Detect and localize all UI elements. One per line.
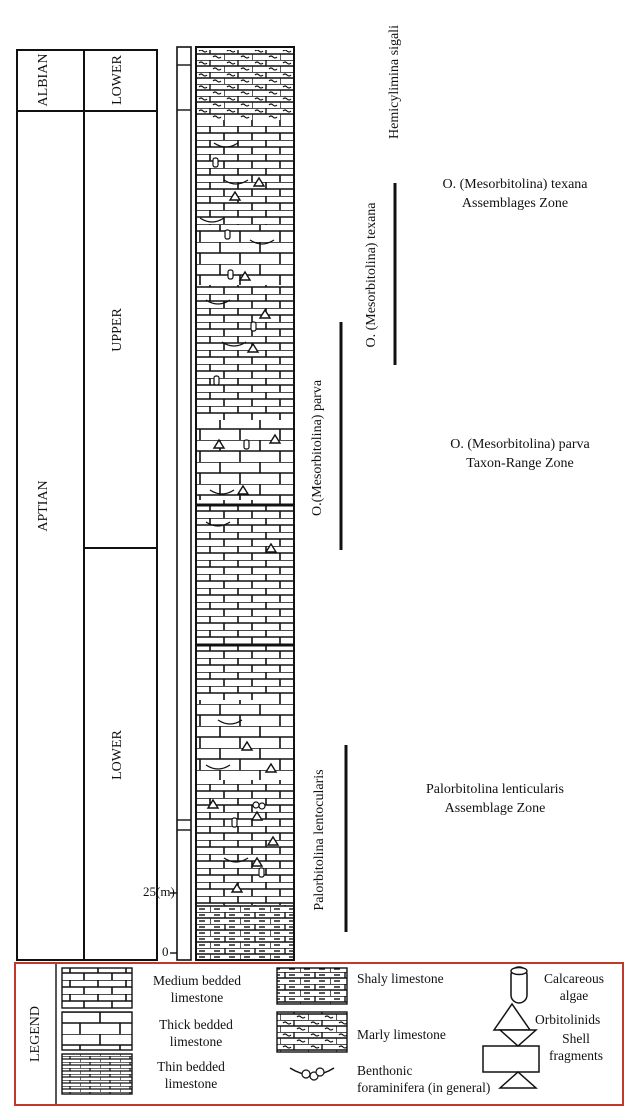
zone-texana: O. (Mesorbitolina) texana Assemblages Zo… bbox=[400, 175, 630, 213]
legend-marly: Marly limestone bbox=[357, 1027, 446, 1042]
taxon-mesorbitolina-parva: O.(Mesorbitolina) parva bbox=[310, 379, 325, 517]
orbitolinid-symbols bbox=[206, 176, 282, 893]
legend-shell-fragments-line2: fragments bbox=[549, 1048, 603, 1063]
zone-lenticularis-line2: Assemblage Zone bbox=[444, 801, 546, 816]
legend-thin-bedded-line1: Thin bedded bbox=[157, 1059, 225, 1074]
legend-medium-bedded: Medium bedded limestone bbox=[142, 972, 252, 1006]
stage-albian: ALBIAN bbox=[36, 53, 51, 107]
zone-parva-line2: Taxon-Range Zone bbox=[466, 456, 574, 471]
scale-label-0: 0 bbox=[162, 944, 169, 959]
legend-thick-bedded-line1: Thick bedded bbox=[159, 1017, 233, 1032]
legend-thick-bedded: Thick bedded limestone bbox=[136, 1016, 256, 1050]
stage-aptian: APTIAN bbox=[36, 480, 51, 532]
legend-shaly: Shaly limestone bbox=[357, 971, 444, 986]
legend-thick-bedded-line2: limestone bbox=[169, 1034, 223, 1049]
scale-label-25m: 25(m) bbox=[143, 884, 175, 899]
substage-aptian-lower: LOWER bbox=[110, 730, 125, 780]
legend-benthonic-line1: Benthonic bbox=[357, 1063, 413, 1078]
legend-medium-bedded-line2: limestone bbox=[170, 990, 224, 1005]
zone-parva: O. (Mesorbitolina) parva Taxon-Range Zon… bbox=[405, 435, 635, 473]
legend-benthonic: Benthonic foraminifera (in general) bbox=[357, 1062, 490, 1096]
legend-thin-bedded: Thin bedded limestone bbox=[136, 1058, 246, 1092]
legend-thin-bedded-line2: limestone bbox=[164, 1076, 218, 1091]
chrono-table bbox=[16, 49, 158, 961]
taxon-mesorbitolina-texana: O. (Mesorbitolina) texana bbox=[364, 202, 379, 348]
substage-aptian-upper: UPPER bbox=[110, 308, 125, 352]
legend-symbols bbox=[55, 964, 540, 1104]
legend-box bbox=[14, 962, 624, 1106]
legend-orbitolinids: Orbitolinids bbox=[535, 1012, 601, 1027]
legend-shell-fragments-line1: Shell bbox=[562, 1031, 590, 1046]
taxon-hemicylimina-sigali: Hemicylimina sigali bbox=[387, 25, 402, 139]
legend-medium-bedded-line1: Medium bedded bbox=[152, 973, 242, 988]
legend-title: LEGEND bbox=[28, 1006, 43, 1062]
zone-parva-line1: O. (Mesorbitolina) parva bbox=[450, 437, 590, 452]
taxon-palorbitolina-lentocularis: Palorbitolina lentocularis bbox=[312, 769, 327, 911]
legend-benthonic-line2: foraminifera (in general) bbox=[357, 1080, 491, 1095]
zone-lenticularis-line1: Palorbitolina lenticularis bbox=[425, 782, 565, 797]
zone-lenticularis: Palorbitolina lenticularis Assemblage Zo… bbox=[380, 780, 610, 818]
calcareous-algae-symbols bbox=[212, 157, 265, 878]
substage-albian-lower: LOWER bbox=[110, 55, 125, 105]
zone-texana-line2: Assemblages Zone bbox=[461, 196, 569, 211]
benthonic-symbols bbox=[199, 142, 275, 863]
zone-texana-line1: O. (Mesorbitolina) texana bbox=[442, 177, 588, 192]
legend-calcareous-algae: Calcareous algae bbox=[533, 970, 615, 1004]
legend-shell-fragments: Shell fragments bbox=[540, 1030, 612, 1064]
lithology-column bbox=[176, 46, 295, 961]
legend-calcareous-algae-line2: algae bbox=[559, 988, 589, 1003]
legend-calcareous-algae-line1: Calcareous bbox=[544, 971, 604, 986]
range-lines bbox=[339, 183, 397, 932]
